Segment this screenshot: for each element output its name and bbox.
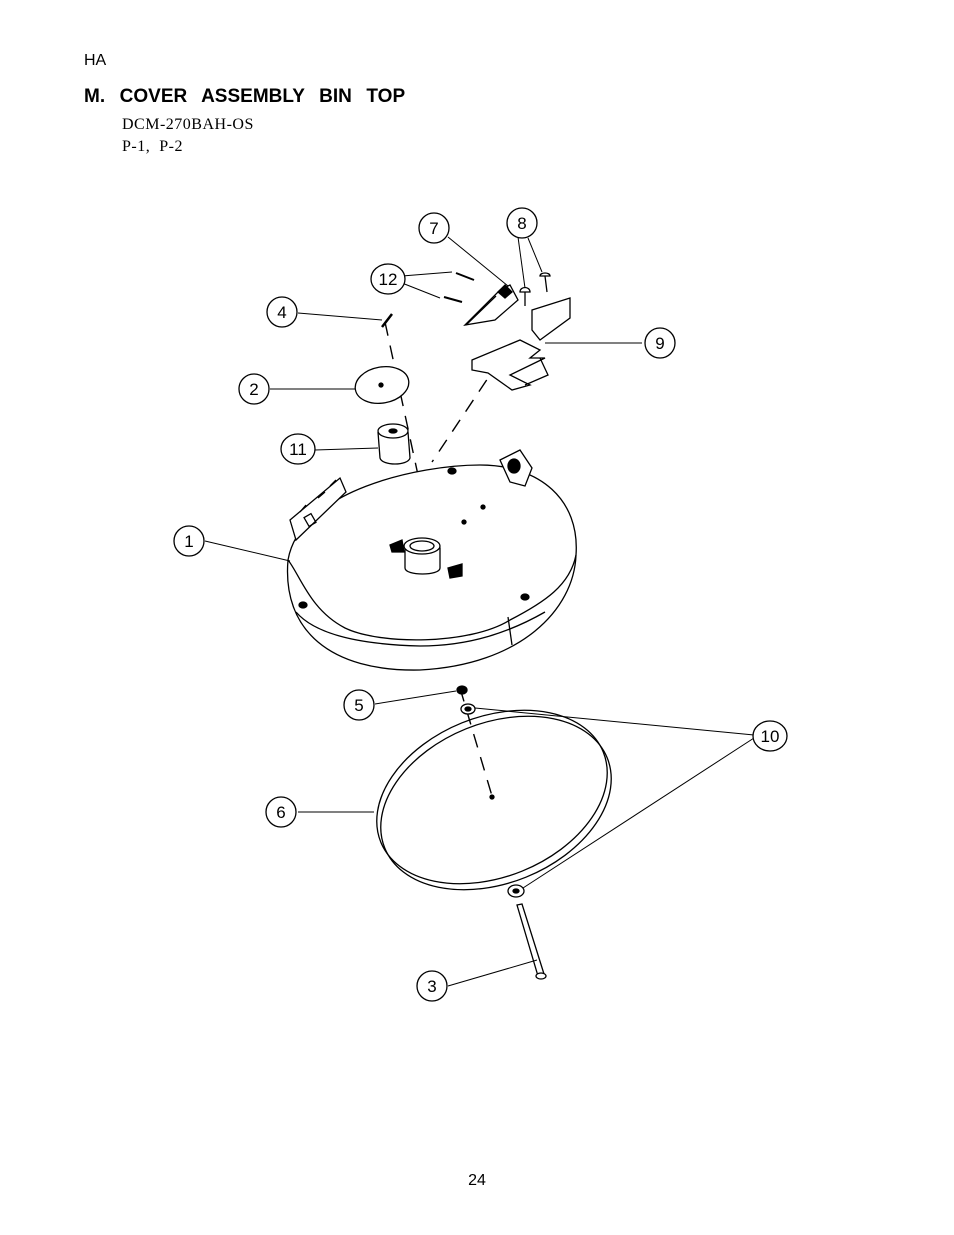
callout-circles [173,207,788,1002]
callout-7: 7 [429,219,438,238]
rod-part-3 [516,903,547,980]
screw-part-4 [381,313,393,328]
leader-lines [204,236,755,987]
assembly-axis-lines [384,321,501,797]
model-number: DCM-270BAH-OS [122,116,254,133]
page-reference: P-1, P-2 [122,138,183,155]
bottom-disc-part-6 [376,709,612,891]
document-code: HA [84,52,107,69]
callout-1: 1 [184,532,193,551]
washers-part-10 [460,703,525,898]
page-number: 24 [468,1172,486,1189]
callout-12: 12 [379,270,398,289]
callout-5: 5 [354,696,363,715]
callout-labels: 1 2 3 4 5 6 7 8 9 10 11 12 [184,214,779,996]
bin-top-cover-part-1 [286,449,577,671]
callout-6: 6 [276,803,285,822]
callout-11: 11 [289,440,307,459]
callout-9: 9 [655,334,664,353]
section-title: M. COVER ASSEMBLY BIN TOP [84,86,406,107]
nut-part-5 [456,685,468,695]
cylinder-part-11 [377,423,411,465]
bracket-hardware-parts-7-8-9-12 [443,272,571,391]
callout-10: 10 [761,727,780,746]
small-disc-part-2 [354,366,410,404]
callout-2: 2 [249,380,258,399]
callout-8: 8 [517,214,526,233]
callout-3: 3 [427,977,436,996]
callout-4: 4 [277,303,286,322]
